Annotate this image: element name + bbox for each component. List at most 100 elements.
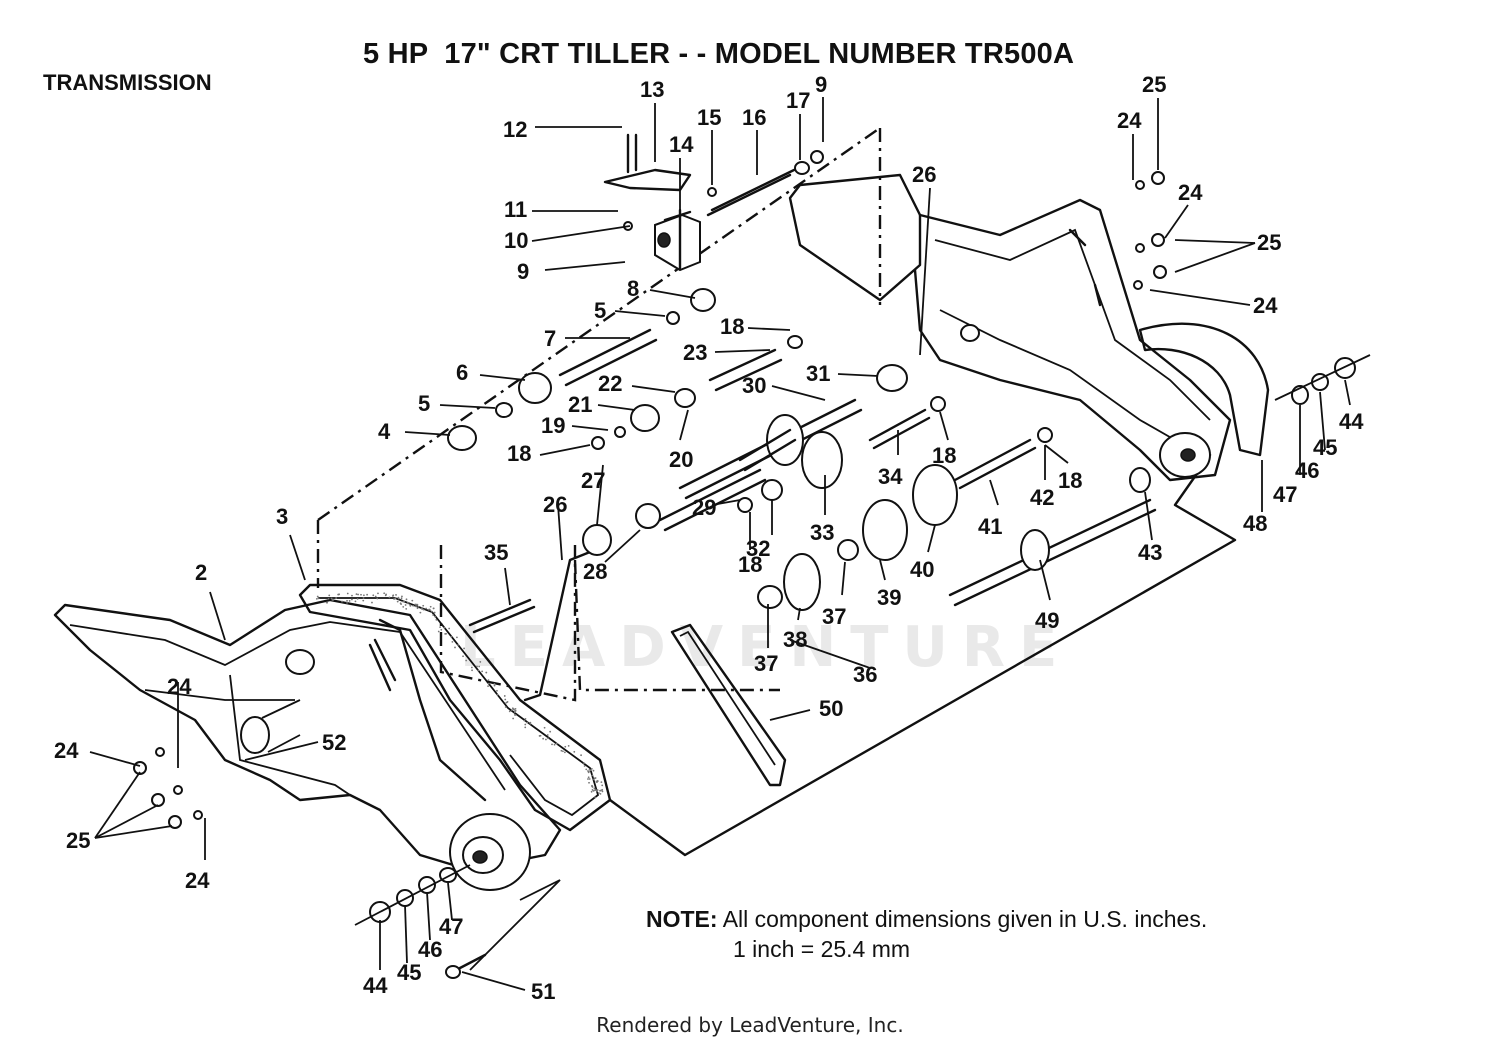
- gasket-texture-dot: [593, 787, 596, 790]
- callout: 18: [738, 552, 762, 577]
- gasket-texture-dot: [524, 723, 527, 726]
- gasket-texture-dot: [508, 710, 511, 713]
- gasket-texture-dot: [591, 774, 594, 777]
- gasket-texture-dot: [543, 726, 546, 729]
- leader-line: [94, 825, 173, 839]
- gasket-texture-dot: [465, 659, 468, 662]
- gasket-texture-dot: [397, 596, 400, 599]
- gasket-texture-dot: [590, 790, 593, 793]
- gasket-texture-dot: [316, 595, 319, 598]
- gasket-texture-dot: [415, 605, 417, 608]
- callout: 28: [583, 559, 607, 584]
- shift-assembly: [603, 133, 824, 272]
- gasket-texture-dot: [470, 666, 473, 669]
- callout: 18: [1058, 468, 1082, 493]
- leader-line: [1174, 242, 1256, 273]
- leader-line: [479, 374, 526, 381]
- gasket-texture-dot: [555, 742, 558, 745]
- gasket-texture-dot: [457, 643, 460, 646]
- gasket-texture-dot: [346, 592, 349, 595]
- leader-line: [1344, 379, 1351, 406]
- gasket-texture-dot: [597, 792, 600, 794]
- gasket-texture-dot: [513, 711, 516, 714]
- gasket-texture-dot: [591, 789, 594, 791]
- callout: 23: [683, 340, 707, 365]
- callout: 26: [912, 162, 936, 187]
- note-line-1: All component dimensions given in U.S. i…: [722, 906, 1208, 932]
- gasket-texture-dot: [593, 777, 596, 780]
- gasket-texture-dot: [496, 689, 498, 692]
- leader-line: [1044, 444, 1069, 464]
- callout: 49: [1035, 608, 1059, 633]
- gasket-texture-dot: [504, 706, 507, 708]
- gasket-texture-dot: [549, 730, 552, 733]
- gasket-texture-dot: [331, 599, 334, 601]
- callout: 33: [810, 520, 834, 545]
- gasket-texture-dot: [417, 605, 420, 608]
- gasket-texture-dot: [551, 743, 553, 746]
- gasket-texture-dot: [412, 604, 415, 607]
- gasket-texture-dot: [433, 611, 436, 614]
- leader-line: [1164, 204, 1189, 239]
- gasket-texture-dot: [591, 784, 593, 787]
- gasket-texture-dot: [481, 670, 484, 673]
- callout: 9: [517, 259, 529, 284]
- gasket-texture-dot: [435, 618, 438, 621]
- gasket-texture-dot: [366, 593, 369, 596]
- callout: 4: [378, 419, 391, 444]
- leader-line: [841, 561, 846, 596]
- leader-line: [879, 559, 886, 581]
- gasket-texture-dot: [513, 713, 516, 716]
- gasket-texture-dot: [563, 751, 566, 754]
- callout: 31: [806, 361, 830, 386]
- gasket-texture-dot: [599, 792, 602, 795]
- gasket-texture-dot: [560, 749, 563, 752]
- gasket-texture-dot: [354, 600, 357, 603]
- gasket-texture-dot: [454, 646, 456, 649]
- gasket-texture-dot: [462, 655, 464, 658]
- gasket-texture-dot: [374, 595, 377, 598]
- left-pulley: [449, 813, 531, 891]
- callout: 16: [742, 105, 766, 130]
- gasket-texture-dot: [487, 679, 490, 682]
- callout: 40: [910, 557, 934, 582]
- gasket-texture-dot: [478, 665, 481, 668]
- callout: 8: [627, 276, 639, 301]
- callout: 26: [543, 492, 567, 517]
- gasket-texture-dot: [406, 602, 409, 605]
- gasket-texture-dot: [594, 796, 597, 799]
- gasket-texture-dot: [547, 737, 549, 740]
- leader-line: [571, 425, 609, 431]
- gasket-texture-dot: [405, 607, 408, 610]
- callout: 18: [720, 314, 744, 339]
- leader-line: [94, 771, 141, 839]
- gasket-texture-dot: [341, 600, 343, 603]
- callout: 46: [418, 937, 442, 962]
- gasket-texture-dot: [493, 682, 496, 685]
- gasket-texture-dot: [432, 614, 435, 617]
- gasket-texture-dot: [588, 768, 591, 771]
- callout: 29: [692, 495, 716, 520]
- callout: 44: [363, 973, 388, 998]
- gasket-texture-dot: [539, 734, 542, 737]
- chain-case-gasket: [298, 583, 612, 832]
- gasket-texture-dot: [448, 627, 451, 630]
- gasket-texture-dot: [351, 598, 353, 601]
- callout: 24: [54, 738, 79, 763]
- gasket-texture-dot: [440, 628, 443, 631]
- gasket-texture-dot: [425, 607, 428, 610]
- gasket-texture-dot: [404, 604, 407, 606]
- leader-line: [769, 709, 811, 721]
- leader-line: [89, 751, 141, 767]
- gasket-texture-dot: [315, 597, 318, 600]
- gasket-texture-dot: [514, 709, 517, 712]
- gasket-texture-dot: [596, 789, 599, 791]
- gasket-texture-dot: [587, 771, 590, 774]
- gasket-texture-dot: [414, 603, 417, 606]
- callout: 37: [754, 651, 778, 676]
- leader-line: [771, 385, 826, 401]
- gasket-texture-dot: [524, 726, 527, 729]
- callout: 10: [504, 228, 528, 253]
- gasket-texture-dot: [451, 640, 454, 643]
